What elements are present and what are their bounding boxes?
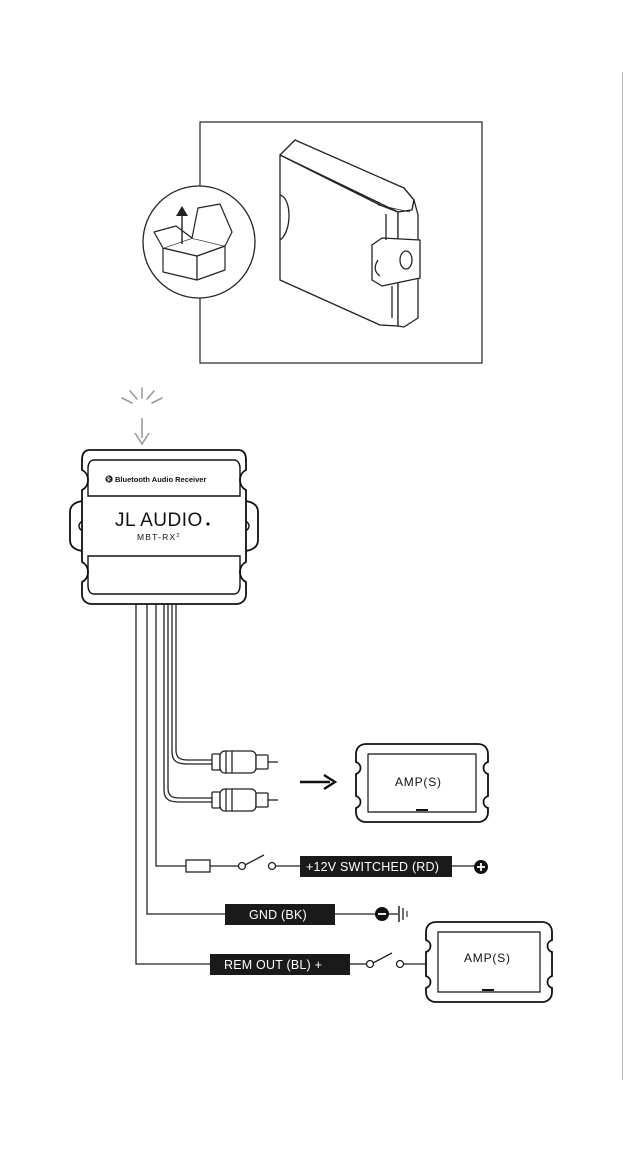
remote-wire-label: REM OUT (BL) + <box>210 954 366 975</box>
power-wire-label: +12V SWITCHED (RD) <box>300 856 474 877</box>
wire-harness <box>136 604 225 964</box>
down-arrow-icon <box>135 418 149 444</box>
remote-wire-text: REM OUT (BL) + <box>224 958 322 972</box>
device-title: Bluetooth Audio Receiver <box>115 475 206 484</box>
ground-wire-text: GND (BK) <box>249 908 307 922</box>
fuse-icon <box>178 860 238 872</box>
remote-switch-icon <box>367 953 429 968</box>
bluetooth-icon <box>105 475 112 482</box>
ground-wire-label: GND (BK) <box>225 904 376 925</box>
brand-logo: JL AUDIO <box>115 510 203 531</box>
amp-bottom-label: AMP(S) <box>464 951 511 965</box>
ground-symbol-icon <box>375 906 407 922</box>
unbox-icon <box>143 186 255 298</box>
product-unboxing-panel <box>143 122 482 363</box>
model-name: MBT-RX2 <box>137 532 181 542</box>
amp-top: AMP(S) <box>356 744 488 822</box>
rca-plug-top <box>212 751 278 773</box>
rca-plug-bottom <box>212 789 278 811</box>
amp-top-label: AMP(S) <box>395 775 442 789</box>
receiver-device: Bluetooth Audio Receiver JL AUDIO MBT-RX… <box>70 450 258 604</box>
right-arrow-icon <box>300 775 335 789</box>
amp-bottom: AMP(S) <box>426 922 552 1002</box>
brand-dot <box>206 522 209 525</box>
light-rays-icon <box>122 388 162 403</box>
positive-terminal-icon <box>474 860 488 874</box>
power-wire-text: +12V SWITCHED (RD) <box>306 860 439 874</box>
switch-icon <box>239 855 301 870</box>
